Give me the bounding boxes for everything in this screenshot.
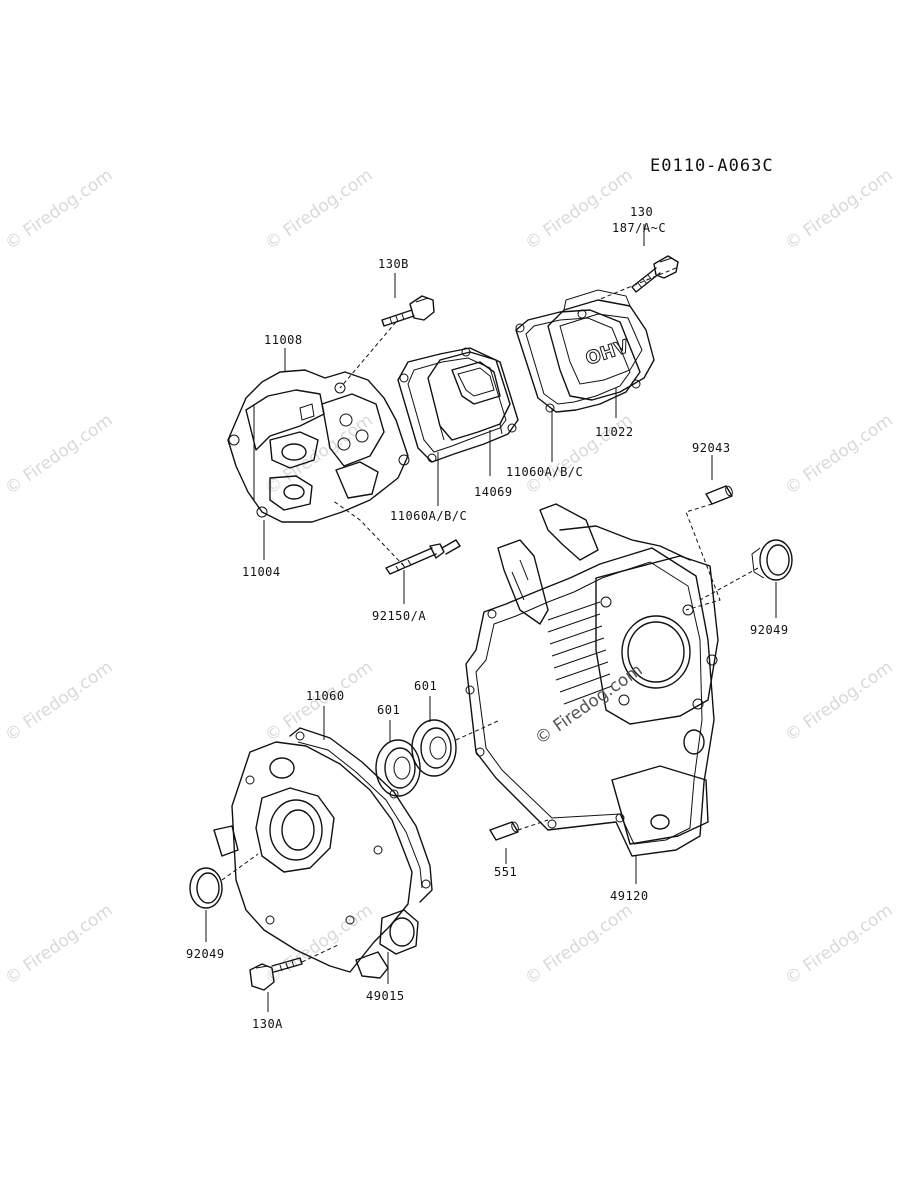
label-11060abc-right: 11060A/B/C xyxy=(506,465,583,479)
valve-cover-11022: OHV xyxy=(547,289,655,401)
crankcase-49120 xyxy=(465,503,719,857)
stud-92150a xyxy=(385,539,461,575)
bolt-130b xyxy=(381,295,435,327)
watermark-center: © Firedog.com xyxy=(531,660,646,749)
gasket-11060abc-right xyxy=(515,309,641,413)
watermark: © Firedog.com xyxy=(261,165,376,254)
watermark: © Firedog.com xyxy=(261,410,376,499)
watermark: © Firedog.com xyxy=(781,410,896,499)
label-11060abc-left: 11060A/B/C xyxy=(390,509,467,523)
label-11008: 11008 xyxy=(264,333,303,347)
gasket-11060abc-left xyxy=(397,347,519,463)
leader-lines xyxy=(205,224,777,1012)
label-92043: 92043 xyxy=(692,441,731,455)
label-92049-left: 92049 xyxy=(186,947,225,961)
watermark: © Firedog.com xyxy=(1,165,116,254)
label-551: 551 xyxy=(494,865,517,879)
diagram-code: E0110-A063C xyxy=(650,156,774,176)
watermark: © Firedog.com xyxy=(781,657,896,746)
bolt-130 xyxy=(631,255,679,293)
crankcase-cover xyxy=(213,741,419,979)
oil-seal-92049-right xyxy=(751,539,793,581)
label-14069: 14069 xyxy=(474,485,513,499)
watermark: © Firedog.com xyxy=(261,900,376,989)
label-187-a-c: 187/A~C xyxy=(612,221,666,235)
dowel-pin-551 xyxy=(489,821,519,841)
watermark: © Firedog.com xyxy=(1,410,116,499)
cover-marking: OHV xyxy=(583,336,632,370)
label-601-left: 601 xyxy=(377,703,400,717)
dowel-pin-92043 xyxy=(705,485,733,505)
label-601-right: 601 xyxy=(414,679,437,693)
label-49015: 49015 xyxy=(366,989,405,1003)
bearing-601-right xyxy=(411,719,457,777)
gasket-11060 xyxy=(289,727,433,903)
label-11004: 11004 xyxy=(242,565,281,579)
watermark: © Firedog.com xyxy=(521,410,636,499)
oil-seal-92049-left xyxy=(189,867,223,909)
watermark: © Firedog.com xyxy=(781,900,896,989)
label-11022: 11022 xyxy=(595,425,634,439)
watermark: © Firedog.com xyxy=(1,657,116,746)
watermark: © Firedog.com xyxy=(521,900,636,989)
label-130a: 130A xyxy=(252,1017,283,1031)
cover-14069 xyxy=(427,351,511,441)
label-130: 130 xyxy=(630,205,653,219)
part-labels: 130 187/A~C 130B 11008 11022 92043 11060… xyxy=(186,205,789,1031)
watermark: © Firedog.com xyxy=(1,900,116,989)
cylinder-head-11004 xyxy=(227,369,410,523)
label-92049-right: 92049 xyxy=(750,623,789,637)
watermark: © Firedog.com xyxy=(781,165,896,254)
bearing-601-left xyxy=(375,739,421,797)
label-92150a: 92150/A xyxy=(372,609,426,623)
bolt-130a xyxy=(249,957,303,991)
watermark: © Firedog.com xyxy=(521,165,636,254)
label-130b: 130B xyxy=(378,257,409,271)
label-49120: 49120 xyxy=(610,889,649,903)
label-11060: 11060 xyxy=(306,689,345,703)
